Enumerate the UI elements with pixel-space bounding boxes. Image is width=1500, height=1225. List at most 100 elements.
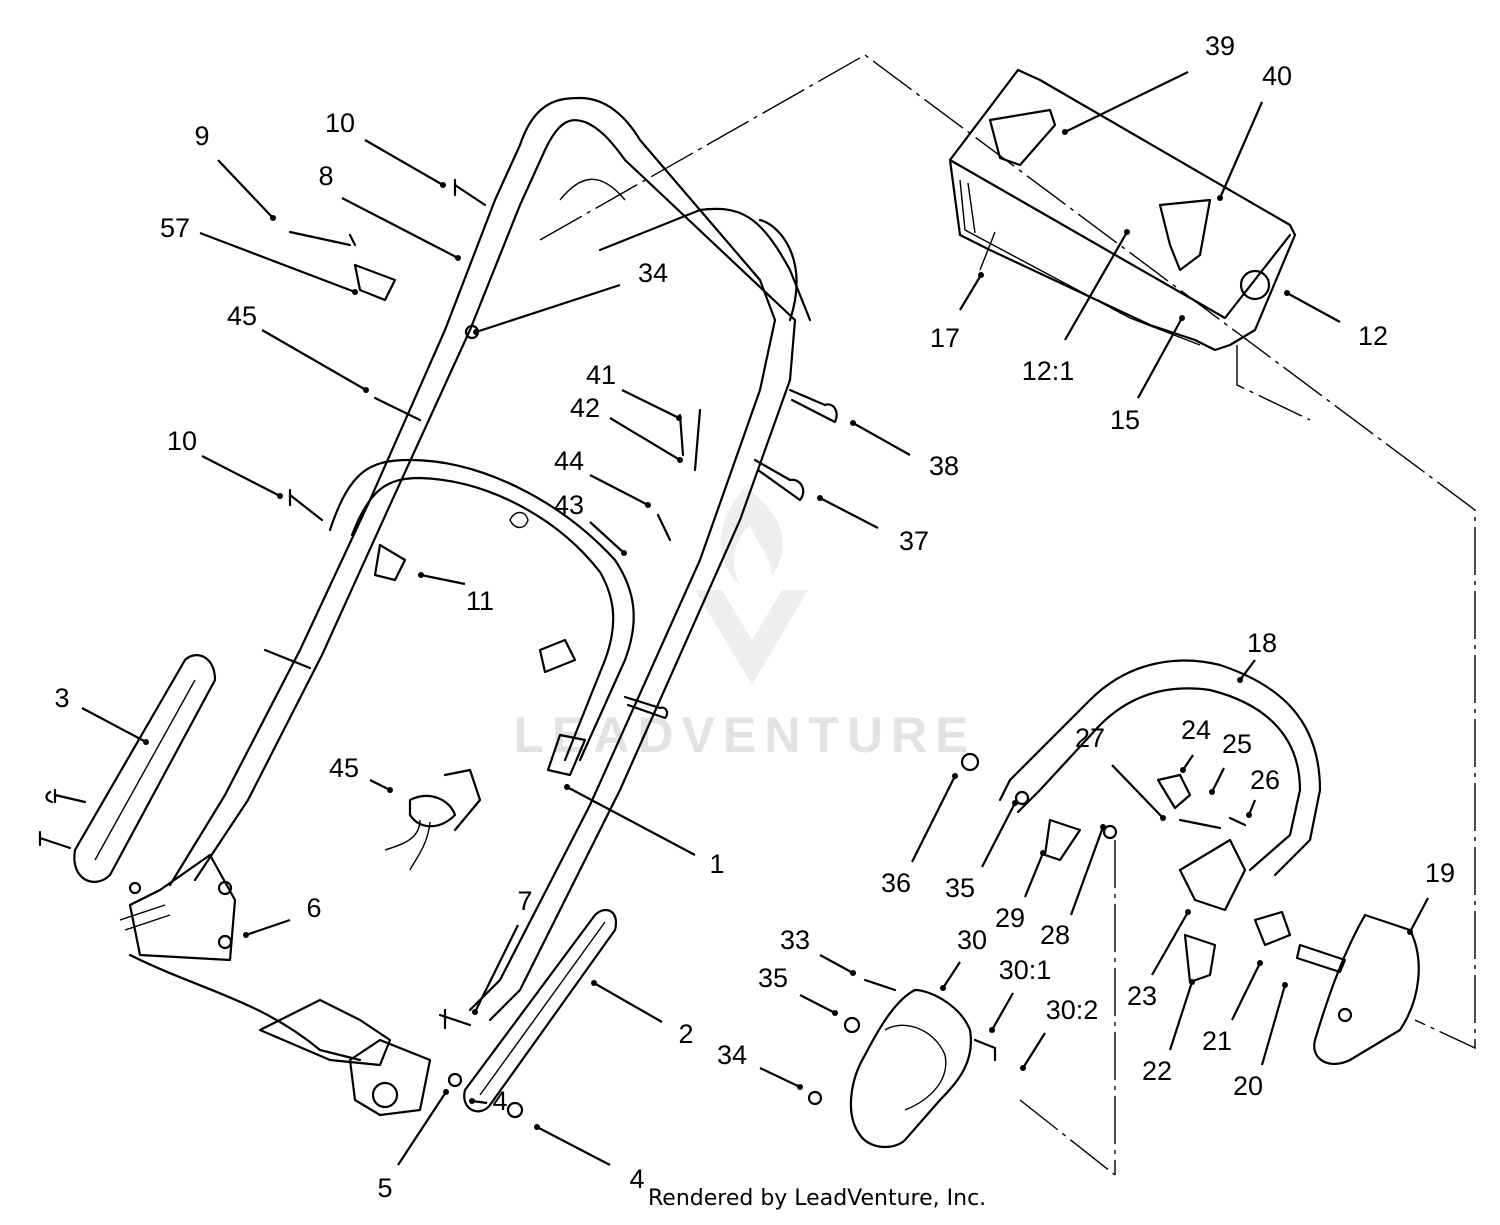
callout-label-29: 29 [995, 903, 1025, 933]
callout-dot-10 [440, 182, 446, 188]
callout-leader-57 [199, 231, 356, 294]
bracket-3 [73, 654, 217, 883]
callout-label-21: 21 [1202, 1026, 1232, 1056]
callout-dot-37 [817, 495, 823, 501]
callout-label-11: 11 [466, 586, 494, 616]
callout-dot-19 [1407, 929, 1413, 935]
callout-leader-12 [1286, 292, 1341, 323]
callout-leader-30 [942, 961, 961, 989]
callout-label-35: 35 [945, 873, 975, 903]
callout-dot-41 [676, 415, 682, 421]
callout-label-17: 17 [930, 323, 960, 353]
callout-dot-20 [1282, 982, 1288, 988]
callout-leader-44 [589, 474, 649, 506]
callout-label-19: 19 [1425, 858, 1455, 888]
callout-dot-33 [850, 970, 856, 976]
callout-label-30: 30 [957, 925, 987, 955]
callout-label-34: 34 [717, 1040, 747, 1070]
callout-leader-4 [536, 1126, 611, 1166]
callout-label-33: 33 [780, 925, 810, 955]
callout-dot-27 [1160, 815, 1166, 821]
callout-dot-22 [1189, 979, 1195, 985]
callout-leader-18 [1239, 659, 1256, 681]
hardware-right [538, 388, 838, 720]
callout-leader-28 [1069, 826, 1105, 916]
callout-dot-15 [1179, 315, 1185, 321]
callout-label-43: 43 [554, 490, 584, 520]
callout-leader-7 [474, 924, 519, 1013]
callout-label-37: 37 [899, 526, 929, 556]
callout-dot-44 [645, 502, 651, 508]
callout-label-36: 36 [881, 868, 911, 898]
callout-dot-7 [472, 1009, 478, 1015]
callout-leader-35 [799, 994, 836, 1014]
callout-label-30-1: 30:1 [999, 955, 1052, 985]
callout-leader-17 [959, 274, 982, 311]
callout-label-57: 57 [160, 213, 190, 243]
callout-leader-20 [1260, 984, 1287, 1066]
callout-label-10: 10 [325, 108, 355, 138]
callout-label-27: 27 [1075, 723, 1105, 753]
callout-leader-5 [397, 1091, 447, 1166]
callout-leader-21 [1231, 962, 1261, 1021]
callout-label-4: 4 [492, 1086, 507, 1116]
callout-dot-39 [1062, 129, 1068, 135]
callout-label-22: 22 [1142, 1056, 1172, 1086]
callout-label-41: 41 [586, 360, 616, 390]
callout-label-24: 24 [1181, 715, 1211, 745]
cable-assembly [384, 768, 482, 871]
callout-leader-25 [1211, 767, 1225, 793]
callout-dot-12:1 [1124, 229, 1130, 235]
callout-label-28: 28 [1040, 920, 1070, 950]
callout-leader-37 [819, 497, 879, 529]
callout-dot-18 [1237, 677, 1243, 683]
callout-dot-45 [363, 387, 369, 393]
callout-leader-1 [566, 786, 696, 856]
callout-label-45: 45 [329, 753, 359, 783]
callout-leader-45 [261, 329, 367, 391]
callout-label-35: 35 [758, 963, 788, 993]
reference-lines [539, 54, 1476, 1176]
callout-leader-30:2 [1022, 1032, 1046, 1069]
callout-leader-11 [420, 573, 466, 586]
callout-label-9: 9 [194, 121, 209, 151]
upper-handle [168, 96, 812, 1022]
callout-leader-10 [201, 455, 281, 497]
callout-leader-22 [1168, 981, 1194, 1051]
hardware-left [263, 178, 487, 670]
callout-leader-6 [245, 918, 291, 937]
callout-label-39: 39 [1205, 31, 1235, 61]
callout-label-7: 7 [517, 886, 532, 916]
callout-dot-30:1 [989, 1027, 995, 1033]
callout-label-4: 4 [629, 1164, 644, 1194]
callout-dot-36 [952, 773, 958, 779]
callout-label-15: 15 [1110, 405, 1140, 435]
callout-dot-29 [1040, 850, 1046, 856]
callout-label-20: 20 [1233, 1071, 1263, 1101]
lower-handle [328, 458, 635, 777]
callout-dot-30:2 [1020, 1065, 1026, 1071]
callout-dot-4 [534, 1124, 540, 1130]
lower-bar-18 [960, 659, 1347, 984]
callout-label-25: 25 [1222, 729, 1252, 759]
callout-dot-57 [352, 289, 358, 295]
callout-label-12: 12 [1358, 321, 1388, 351]
callout-label-3: 3 [54, 683, 69, 713]
callout-leader-15 [1137, 317, 1183, 399]
callout-dot-12 [1284, 290, 1290, 296]
callout-label-45: 45 [227, 301, 257, 331]
callout-dot-11 [418, 572, 424, 578]
watermark-text: LEADVENTURE [513, 707, 976, 763]
callout-label-42: 42 [570, 393, 600, 423]
callout-label-8: 8 [318, 161, 333, 191]
callout-leader-29 [1023, 852, 1045, 898]
callout-leader-19 [1409, 897, 1429, 933]
callout-label-12-1: 12:1 [1022, 356, 1075, 386]
callout-dot-35 [832, 1010, 838, 1016]
callout-leader-30:1 [991, 992, 1014, 1031]
callout-leader-40 [1218, 101, 1264, 199]
callout-label-40: 40 [1262, 61, 1292, 91]
callout-dot-4 [469, 1098, 475, 1104]
callout-leader-41 [621, 389, 680, 419]
